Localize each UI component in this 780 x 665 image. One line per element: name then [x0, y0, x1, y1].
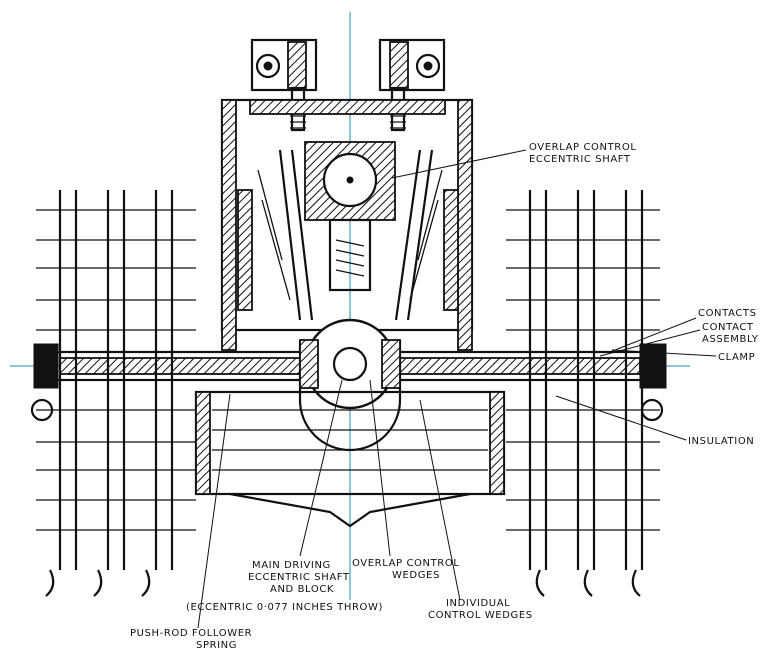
- label-individual-wedges-line1: INDIVIDUAL: [446, 598, 510, 609]
- label-push-rod-line1: PUSH-ROD FOLLOWER: [130, 628, 252, 639]
- push-rods: [257, 149, 443, 321]
- label-overlap-wedges-line2: WEDGES: [392, 570, 440, 581]
- overlap-control-eccentric: [304, 141, 396, 292]
- label-insulation: INSULATION: [688, 436, 754, 447]
- label-main-driving-line1: MAIN DRIVING: [252, 560, 331, 571]
- top-right-mounting-head: [378, 38, 446, 132]
- label-push-rod-line2: SPRING: [196, 640, 237, 651]
- label-contact-assembly-line2: ASSEMBLY: [702, 334, 759, 345]
- right-contact-stack: [506, 190, 664, 597]
- label-main-driving-line2: ECCENTRIC SHAFT: [248, 572, 350, 583]
- label-individual-wedges-line2: CONTROL WEDGES: [428, 610, 533, 621]
- main-frame: [220, 98, 474, 351]
- label-clamp: CLAMP: [718, 352, 755, 363]
- label-eccentric-throw: (ECCENTRIC 0·077 INCHES THROW): [186, 602, 383, 613]
- label-main-driving-line3: AND BLOCK: [270, 584, 334, 595]
- lower-casing: [194, 390, 506, 528]
- label-overlap-control-shaft-line1: OVERLAP CONTROL: [529, 142, 637, 153]
- main-eccentric-block: [298, 318, 402, 452]
- left-contact-stack: [30, 190, 196, 597]
- label-contact-assembly-line1: CONTACT: [702, 322, 754, 333]
- label-overlap-wedges-line1: OVERLAP CONTROL: [352, 558, 460, 569]
- top-left-mounting-head: [250, 38, 318, 132]
- leader-lines: [197, 149, 717, 629]
- label-contacts: CONTACTS: [698, 308, 757, 319]
- label-overlap-control-shaft-line2: ECCENTRIC SHAFT: [529, 154, 631, 165]
